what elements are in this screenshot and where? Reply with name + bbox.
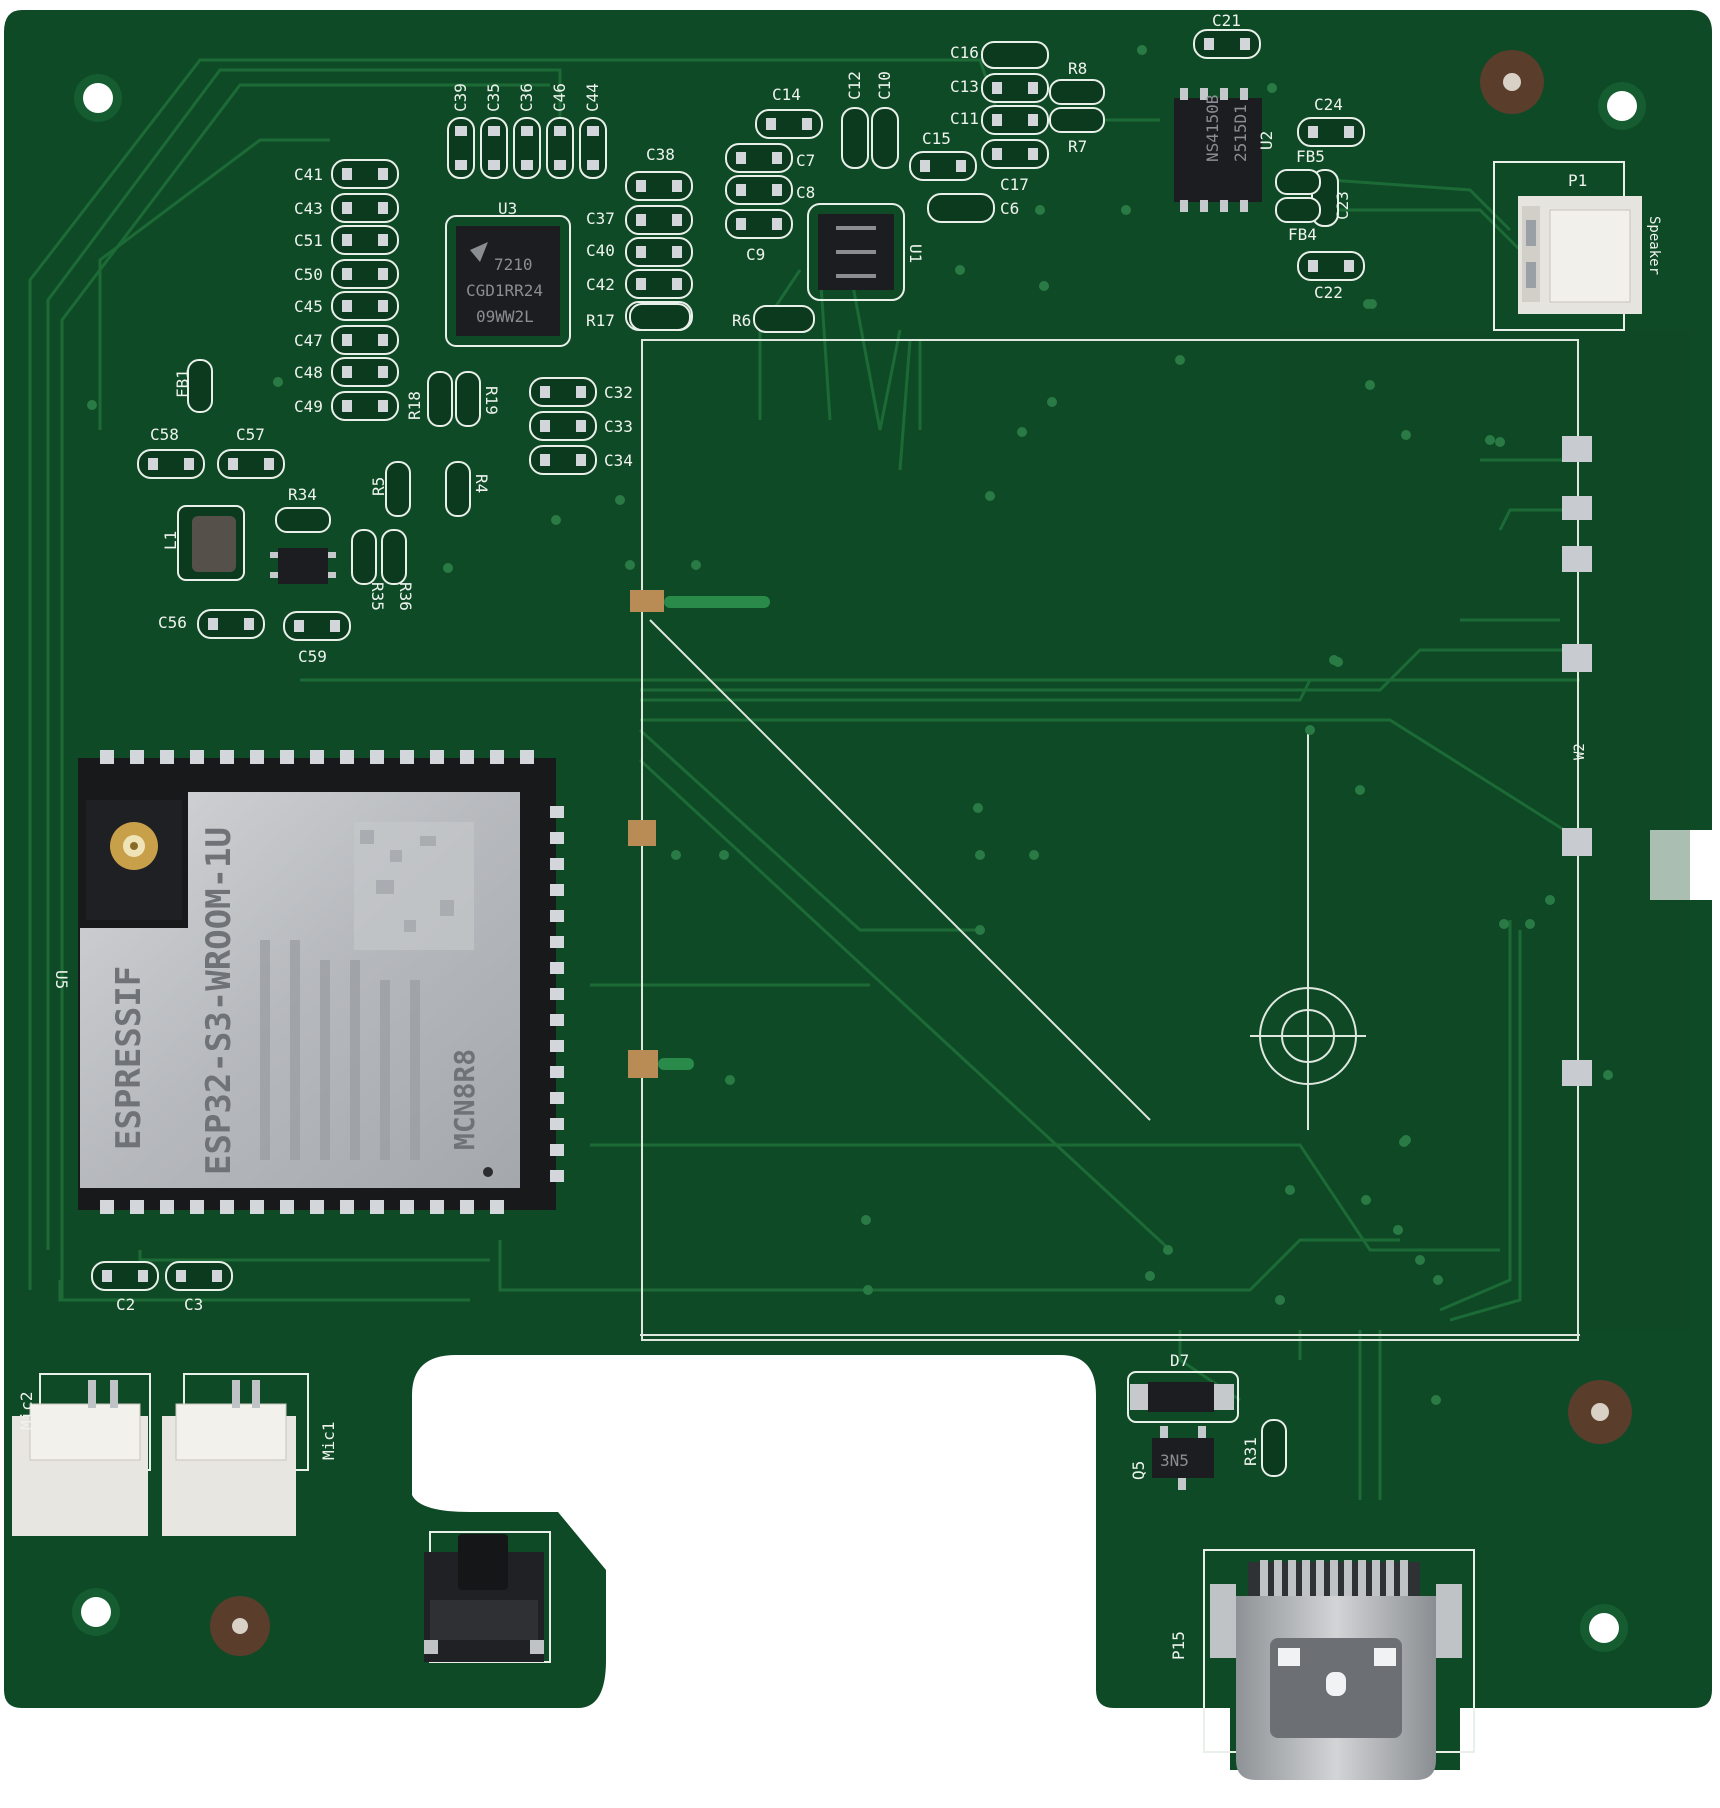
- mounting-holes: [72, 50, 1646, 1656]
- l1-inductor: [177, 505, 336, 584]
- label-c21: C21: [1212, 11, 1241, 30]
- u3-marking-3: 09WW2L: [476, 307, 534, 326]
- label-u3: U3: [498, 199, 517, 218]
- label-c44: C44: [583, 83, 602, 112]
- label-w2: W2: [1572, 743, 1588, 760]
- label-r36: R36: [396, 582, 415, 611]
- label-r18: R18: [405, 391, 424, 420]
- label-r35: R35: [368, 582, 387, 611]
- esp32-module: ESPRESSIF ESP32-S3-WROOM-1U MCN8R8: [78, 750, 564, 1214]
- label-mic2: Mic2: [17, 1391, 36, 1430]
- label-c6: C6: [1000, 199, 1019, 218]
- label-c23: C23: [1333, 191, 1352, 220]
- u1-chip: [807, 203, 905, 301]
- label-r19: R19: [482, 386, 501, 415]
- label-c2: C2: [116, 1295, 135, 1314]
- label-c39: C39: [451, 83, 470, 112]
- label-fb4: FB4: [1288, 225, 1317, 244]
- label-c3: C3: [184, 1295, 203, 1314]
- pcb-shade: [1280, 330, 1690, 1330]
- label-c8: C8: [796, 183, 815, 202]
- u3-marking-1: 7210: [494, 255, 533, 274]
- label-c36: C36: [517, 83, 536, 112]
- label-speaker: Speaker: [1646, 216, 1662, 275]
- label-c37: C37: [586, 209, 615, 228]
- label-r5: R5: [369, 477, 388, 496]
- module-variant: MCN8R8: [448, 1049, 481, 1150]
- label-c58: C58: [150, 425, 179, 444]
- label-u5: U5: [52, 970, 71, 989]
- label-c7: C7: [796, 151, 815, 170]
- push-button: [424, 1531, 551, 1663]
- label-c14: C14: [772, 85, 801, 104]
- label-fb5: FB5: [1296, 147, 1325, 166]
- label-c33: C33: [604, 417, 633, 436]
- label-c22: C22: [1314, 283, 1343, 302]
- u2-amp-chip: NS4150B 2515D1: [1174, 88, 1262, 212]
- label-c43: C43: [294, 199, 323, 218]
- label-r31: R31: [1241, 1437, 1260, 1466]
- vendor-logo-icon: [470, 242, 488, 262]
- module-brand: ESPRESSIF: [109, 966, 149, 1150]
- edge-pads: [628, 436, 1592, 1086]
- label-u2: U2: [1257, 131, 1276, 150]
- speaker-connector: [1493, 161, 1642, 331]
- label-fb1: FB1: [173, 369, 192, 398]
- label-c41: C41: [294, 165, 323, 184]
- usb-c-connector: [1203, 1549, 1475, 1780]
- label-r34: R34: [288, 485, 317, 504]
- label-c34: C34: [604, 451, 633, 470]
- vias: [87, 45, 1613, 1405]
- label-c47: C47: [294, 331, 323, 350]
- label-d7: D7: [1170, 1351, 1189, 1370]
- label-c9: C9: [746, 245, 765, 264]
- label-u1: U1: [906, 244, 925, 263]
- label-c57: C57: [236, 425, 265, 444]
- label-mic1: Mic1: [319, 1421, 338, 1460]
- label-c17: C17: [1000, 175, 1029, 194]
- label-c46: C46: [550, 83, 569, 112]
- label-p1: P1: [1568, 171, 1587, 190]
- pcb-board: [4, 10, 1712, 1770]
- mic-connectors: [12, 1373, 309, 1536]
- silk-labels: C39 C35 C36 C46 C44 C41 C43 C51 C50 C45 …: [17, 11, 1662, 1660]
- label-c59: C59: [298, 647, 327, 666]
- d7-q5-parts: 3N5: [1127, 1371, 1239, 1490]
- label-c51: C51: [294, 231, 323, 250]
- label-q5: Q5: [1129, 1461, 1148, 1480]
- label-l1: L1: [161, 531, 180, 550]
- label-c12: C12: [845, 71, 864, 100]
- label-c38: C38: [646, 145, 675, 164]
- label-c48: C48: [294, 363, 323, 382]
- label-c15: C15: [922, 129, 951, 148]
- label-c32: C32: [604, 383, 633, 402]
- u2-marking-1: NS4150B: [1203, 95, 1222, 162]
- label-c56: C56: [158, 613, 187, 632]
- u2-marking-2: 2515D1: [1231, 104, 1250, 162]
- label-r6: R6: [732, 311, 751, 330]
- label-r7: R7: [1068, 137, 1087, 156]
- label-c10: C10: [875, 71, 894, 100]
- u3-marking-2: CGD1RR24: [466, 281, 543, 300]
- u3-codec-chip: 7210 CGD1RR24 09WW2L: [445, 215, 571, 347]
- label-c40: C40: [586, 241, 615, 260]
- label-c35: C35: [484, 83, 503, 112]
- passives: [91, 29, 1365, 1477]
- label-r17: R17: [586, 311, 615, 330]
- module-model: ESP32-S3-WROOM-1U: [199, 827, 239, 1175]
- label-c42: C42: [586, 275, 615, 294]
- label-p15: P15: [1169, 1631, 1188, 1660]
- label-c16: C16: [950, 43, 979, 62]
- label-c50: C50: [294, 265, 323, 284]
- label-c13: C13: [950, 77, 979, 96]
- label-c49: C49: [294, 397, 323, 416]
- label-r4: R4: [472, 474, 491, 493]
- label-c11: C11: [950, 109, 979, 128]
- label-r8: R8: [1068, 59, 1087, 78]
- label-c45: C45: [294, 297, 323, 316]
- q5-marking: 3N5: [1160, 1451, 1189, 1470]
- label-c24: C24: [1314, 95, 1343, 114]
